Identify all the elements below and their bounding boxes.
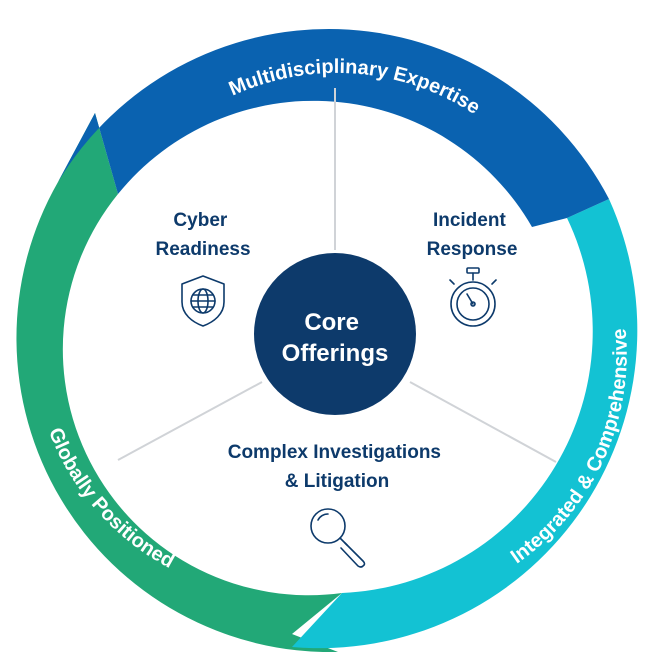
arc-globally-positioned [16,113,342,652]
core-circle [254,253,416,415]
arc-multidisciplinary-expertise [58,28,609,228]
magnifier-icon [310,508,366,568]
divider-right [409,381,557,463]
divider-left [117,381,263,461]
core-label: Core Offerings [282,309,389,367]
segment-label-complex: Complex Investigations & Litigation [228,442,447,492]
dividers [117,88,557,463]
shield-globe-icon [181,275,225,327]
segment-label-incident: Incident Response [427,210,518,260]
arc-integrated-comprehensive [292,199,638,649]
segment-label-cyber: Cyber Readiness [155,210,250,260]
stopwatch-icon [449,267,497,327]
ring [16,28,638,652]
